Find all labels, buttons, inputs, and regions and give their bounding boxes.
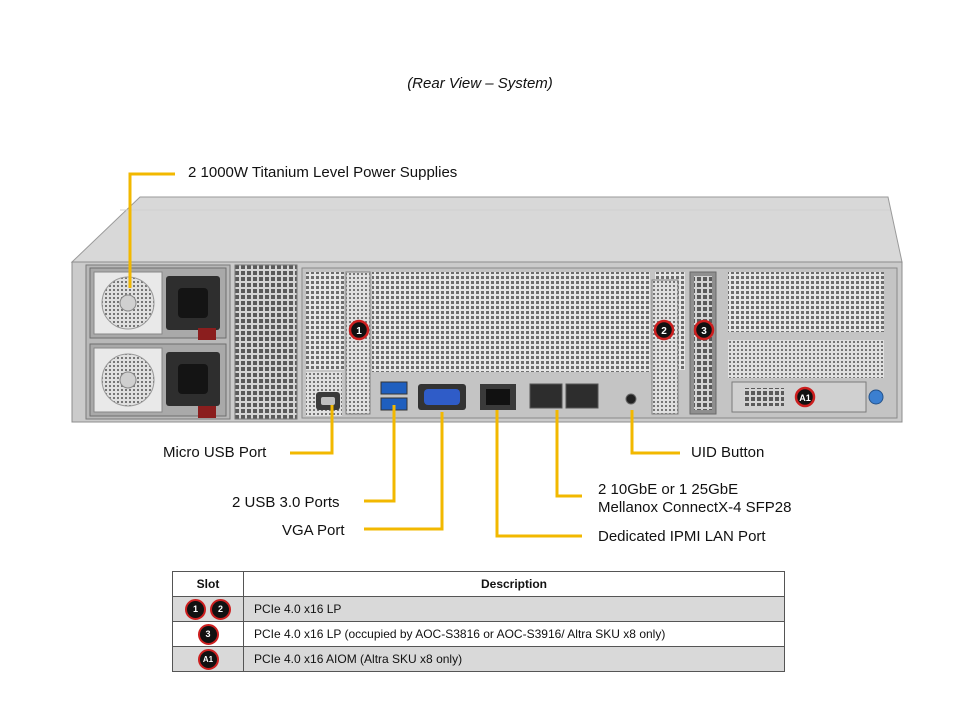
callout-sfp-line1: 2 10GbE or 1 25GbE <box>598 481 739 498</box>
leader-ipmi <box>495 410 582 538</box>
leader-uid <box>630 410 680 455</box>
description-cell: PCIe 4.0 x16 LP <box>243 596 785 622</box>
slot-cell: 3 <box>172 621 244 647</box>
leader-vga <box>364 412 444 531</box>
slot-marker-1-label: 1 <box>356 326 362 337</box>
usb30-ports <box>380 381 408 411</box>
chassis-top <box>70 196 903 263</box>
leader-sfp <box>555 410 582 498</box>
slot-marker-a1-label: A1 <box>799 393 811 403</box>
slot-table-header: Slot Description <box>172 571 785 597</box>
callout-vga: VGA Port <box>282 522 345 539</box>
description-cell: PCIe 4.0 x16 AIOM (Altra SKU x8 only) <box>243 646 785 672</box>
ipmi-lan-port <box>480 384 516 410</box>
description-column-header: Description <box>243 571 785 597</box>
callout-ipmi: Dedicated IPMI LAN Port <box>598 528 766 545</box>
slot-column-header: Slot <box>172 571 244 597</box>
slot-marker-2-label: 2 <box>661 326 667 337</box>
slot-marker-3-label: 3 <box>701 326 707 337</box>
slot-badge: 1 <box>185 598 206 620</box>
table-row: A1 PCIe 4.0 x16 AIOM (Altra SKU x8 only) <box>172 646 785 672</box>
leader-lines <box>128 172 680 538</box>
uid-button <box>625 393 637 405</box>
slot-marker-1: 1 <box>348 319 370 341</box>
callout-usb30: 2 USB 3.0 Ports <box>232 494 340 511</box>
slot-badge: 3 <box>197 623 219 645</box>
callout-sfp-line2: Mellanox ConnectX-4 SFP28 <box>598 499 792 516</box>
vga-port <box>418 384 466 410</box>
power-supply-1 <box>89 267 227 340</box>
slot-badge: A1 <box>197 648 219 670</box>
aiom-slot-bracket <box>731 381 884 413</box>
slot-marker-3: 3 <box>693 319 715 341</box>
pcie-slot-1-bracket <box>345 271 371 415</box>
sfp28-ports <box>529 383 599 409</box>
description-cell: PCIe 4.0 x16 LP (occupied by AOC-S3816 o… <box>243 621 785 647</box>
slot-cell: A1 <box>172 646 244 672</box>
leader-power-supplies <box>128 172 175 288</box>
power-supply-2 <box>89 343 227 418</box>
table-row: 3 PCIe 4.0 x16 LP (occupied by AOC-S3816… <box>172 621 785 647</box>
slot-marker-a1: A1 <box>794 386 816 408</box>
figure-caption: (Rear View – System) <box>407 75 553 92</box>
slot-badge: 2 <box>210 598 231 620</box>
pcie-slot-2-bracket <box>651 279 679 415</box>
callout-uid: UID Button <box>691 444 765 461</box>
slot-marker-2: 2 <box>653 319 675 341</box>
pcie-slot-3-bracket <box>689 271 717 415</box>
leader-usb30 <box>364 405 396 503</box>
callout-micro-usb: Micro USB Port <box>163 444 267 461</box>
leader-micro-usb <box>290 405 334 455</box>
micro-usb-port <box>316 392 340 410</box>
callout-power-supplies: 2 1000W Titanium Level Power Supplies <box>188 164 458 181</box>
